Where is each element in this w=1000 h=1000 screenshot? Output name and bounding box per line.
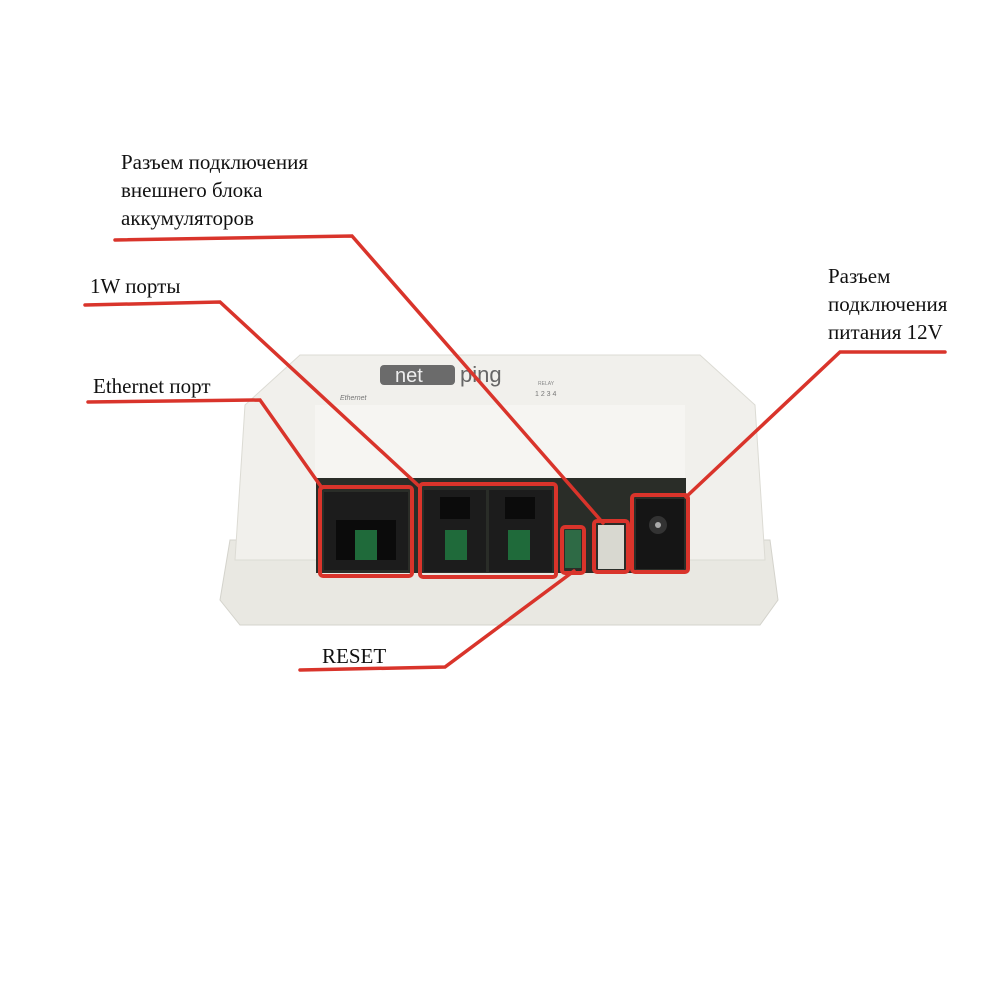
battery-label-line-2: внешнего блока (121, 178, 263, 202)
panel-ethernet: Ethernet (340, 395, 368, 402)
battery-leader-line (113, 234, 605, 525)
battery-connector (598, 525, 624, 569)
battery-highlight-box (592, 519, 630, 574)
onewire-leader-line (83, 300, 422, 489)
power-leader-line (684, 350, 947, 499)
reset-button (565, 530, 581, 568)
onewire-ports-label: 1W порты (90, 274, 181, 298)
ethernet-leader-line (86, 398, 324, 490)
power-label-line-2: подключения (828, 292, 948, 316)
reset-label: RESET (322, 644, 387, 668)
power-label-line-1: Разъем (828, 264, 891, 288)
battery-connector-label: Разъем подключения внешнего блока аккуму… (121, 148, 308, 232)
battery-label-line-3: аккумуляторов (121, 206, 254, 230)
ethernet-port (324, 492, 408, 570)
panel-relay: RELAY (538, 381, 555, 387)
battery-label-line-1: Разъем подключения (121, 150, 309, 174)
power-connector-label: Разъем подключения питания 12V (828, 262, 947, 346)
power-highlight-box (630, 493, 690, 574)
power-jack (636, 499, 684, 569)
logo-badge (380, 365, 455, 385)
onewire-port-1 (424, 490, 486, 572)
reset-leader-line (298, 569, 576, 672)
panel-relay-numbers: 1 2 3 4 (535, 391, 557, 398)
ethernet-highlight-box (318, 485, 414, 578)
power-label-line-3: питания 12V (828, 320, 943, 344)
device-front-face (315, 405, 685, 480)
onewire-port-2 (489, 490, 552, 572)
ethernet-port-label: Ethernet порт (93, 374, 211, 398)
logo-net: net (395, 365, 423, 387)
onewire-highlight-box (418, 482, 558, 579)
